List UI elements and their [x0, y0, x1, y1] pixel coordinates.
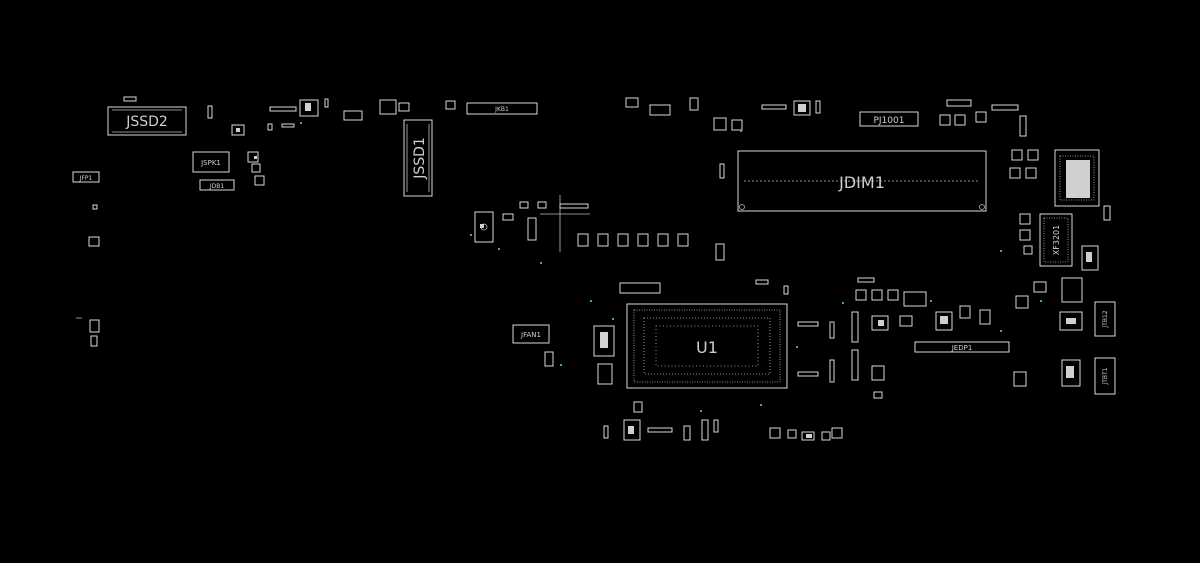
jdb1-label: JDB1 [209, 183, 225, 190]
regulator-row [577, 233, 725, 261]
jtb12-label: JTB12 [1102, 310, 1109, 328]
xf3201-label: XF3201 [1052, 225, 1061, 255]
jtbt1-label: JTBT1 [1102, 367, 1109, 385]
jfan1-connector[interactable]: JFAN1 [512, 324, 550, 344]
jdim1-connector[interactable]: JDIM1 [737, 150, 987, 212]
jtbt1-connector[interactable]: JTBT1 [1094, 357, 1116, 395]
jfp1-label: JFP1 [79, 175, 93, 182]
jkb1-label: JKB1 [494, 106, 509, 113]
solder-pads [236, 103, 1092, 438]
jspk1-label: JSPK1 [200, 159, 221, 167]
jssd2-connector[interactable]: JSSD2 [107, 106, 187, 136]
jssd1-connector[interactable]: JSSD1 [403, 119, 433, 197]
u1-cpu[interactable]: U1 [626, 303, 788, 389]
jtb12-connector[interactable]: JTB12 [1094, 301, 1116, 337]
u1-label: U1 [696, 338, 718, 357]
jssd2-label: JSSD2 [125, 114, 168, 130]
xf3201-chip[interactable]: XF3201 [1039, 213, 1073, 267]
jdb1-connector[interactable]: JDB1 [199, 179, 235, 191]
via-specks [300, 122, 1042, 412]
jdim1-label: JDIM1 [838, 173, 885, 192]
jfp1-connector[interactable]: JFP1 [72, 171, 100, 183]
jedp1-label: JEDP1 [951, 344, 973, 352]
memory-bga-chip[interactable] [1054, 149, 1100, 207]
jedp1-connector[interactable]: JEDP1 [914, 341, 1010, 353]
jfan1-label: JFAN1 [520, 331, 541, 339]
jspk1-connector[interactable]: JSPK1 [192, 151, 230, 173]
jssd1-label: JSSD1 [412, 137, 428, 180]
pj1001-label: PJ1001 [874, 116, 905, 126]
jkb1-connector[interactable]: JKB1 [466, 102, 538, 115]
pj1001-connector[interactable]: PJ1001 [859, 111, 919, 127]
